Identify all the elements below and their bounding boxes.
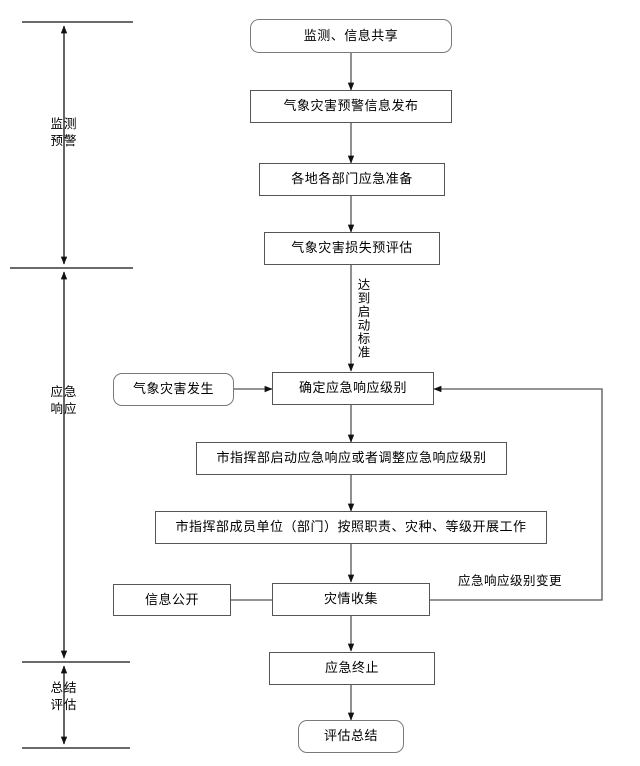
node-info-public[interactable]: 信息公开 bbox=[113, 584, 231, 616]
phase-label-summary: 总结 评估 bbox=[50, 680, 78, 712]
feedback-loop-connector bbox=[430, 385, 603, 601]
node-warning-release[interactable]: 气象灾害预警信息发布 bbox=[250, 90, 452, 123]
node-members-work[interactable]: 市指挥部成员单位（部门）按照职责、灾种、等级开展工作 bbox=[155, 511, 547, 544]
node-emergency-end[interactable]: 应急终止 bbox=[269, 652, 435, 685]
side-connectors bbox=[231, 385, 273, 601]
node-determine-level[interactable]: 确定应急响应级别 bbox=[272, 372, 434, 405]
node-collect-disaster[interactable]: 灾情收集 bbox=[272, 583, 430, 616]
node-monitor-share[interactable]: 监测、信息共享 bbox=[250, 19, 452, 53]
node-dept-prepare[interactable]: 各地各部门应急准备 bbox=[259, 163, 445, 196]
edge-label-trigger-standard: 达到启动标准 bbox=[355, 278, 371, 359]
phase-label-monitoring: 监测 预警 bbox=[50, 116, 78, 148]
node-loss-preassess[interactable]: 气象灾害损失预评估 bbox=[264, 232, 440, 265]
phase-label-response: 应急 响应 bbox=[50, 384, 78, 416]
edge-label-level-change: 应急响应级别变更 bbox=[458, 573, 563, 588]
node-assess-summary[interactable]: 评估总结 bbox=[298, 720, 404, 753]
feedback-path bbox=[430, 385, 603, 601]
node-disaster-occurs[interactable]: 气象灾害发生 bbox=[113, 373, 234, 406]
node-hq-start[interactable]: 市指挥部启动应急响应或者调整应急响应级别 bbox=[196, 442, 507, 475]
